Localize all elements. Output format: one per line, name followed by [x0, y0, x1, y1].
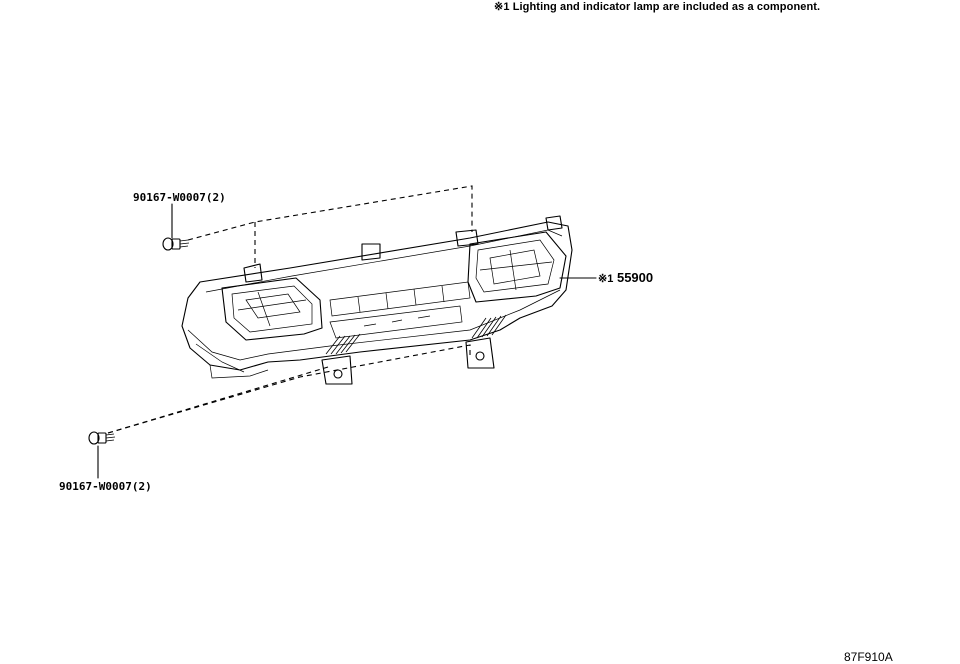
alignment-dashes — [107, 185, 473, 434]
leader-lines — [97, 203, 597, 479]
heater-control-panel[interactable] — [181, 215, 573, 385]
component-note: ※1 Lighting and indicator lamp are inclu… — [494, 1, 821, 13]
screw-bottom-part-number[interactable]: 90167-W0007(2) — [59, 480, 152, 493]
component-marker: ※1 — [598, 273, 614, 285]
main-part-number: 55900 — [616, 270, 654, 285]
screw-top-icon[interactable] — [162, 237, 190, 251]
screw-top-part-number[interactable]: 90167-W0007(2) — [133, 191, 226, 204]
figure-code: 87F910A — [844, 650, 893, 664]
main-part-callout[interactable]: ※1 55900 — [598, 270, 653, 285]
screw-bottom-icon[interactable] — [88, 431, 116, 445]
